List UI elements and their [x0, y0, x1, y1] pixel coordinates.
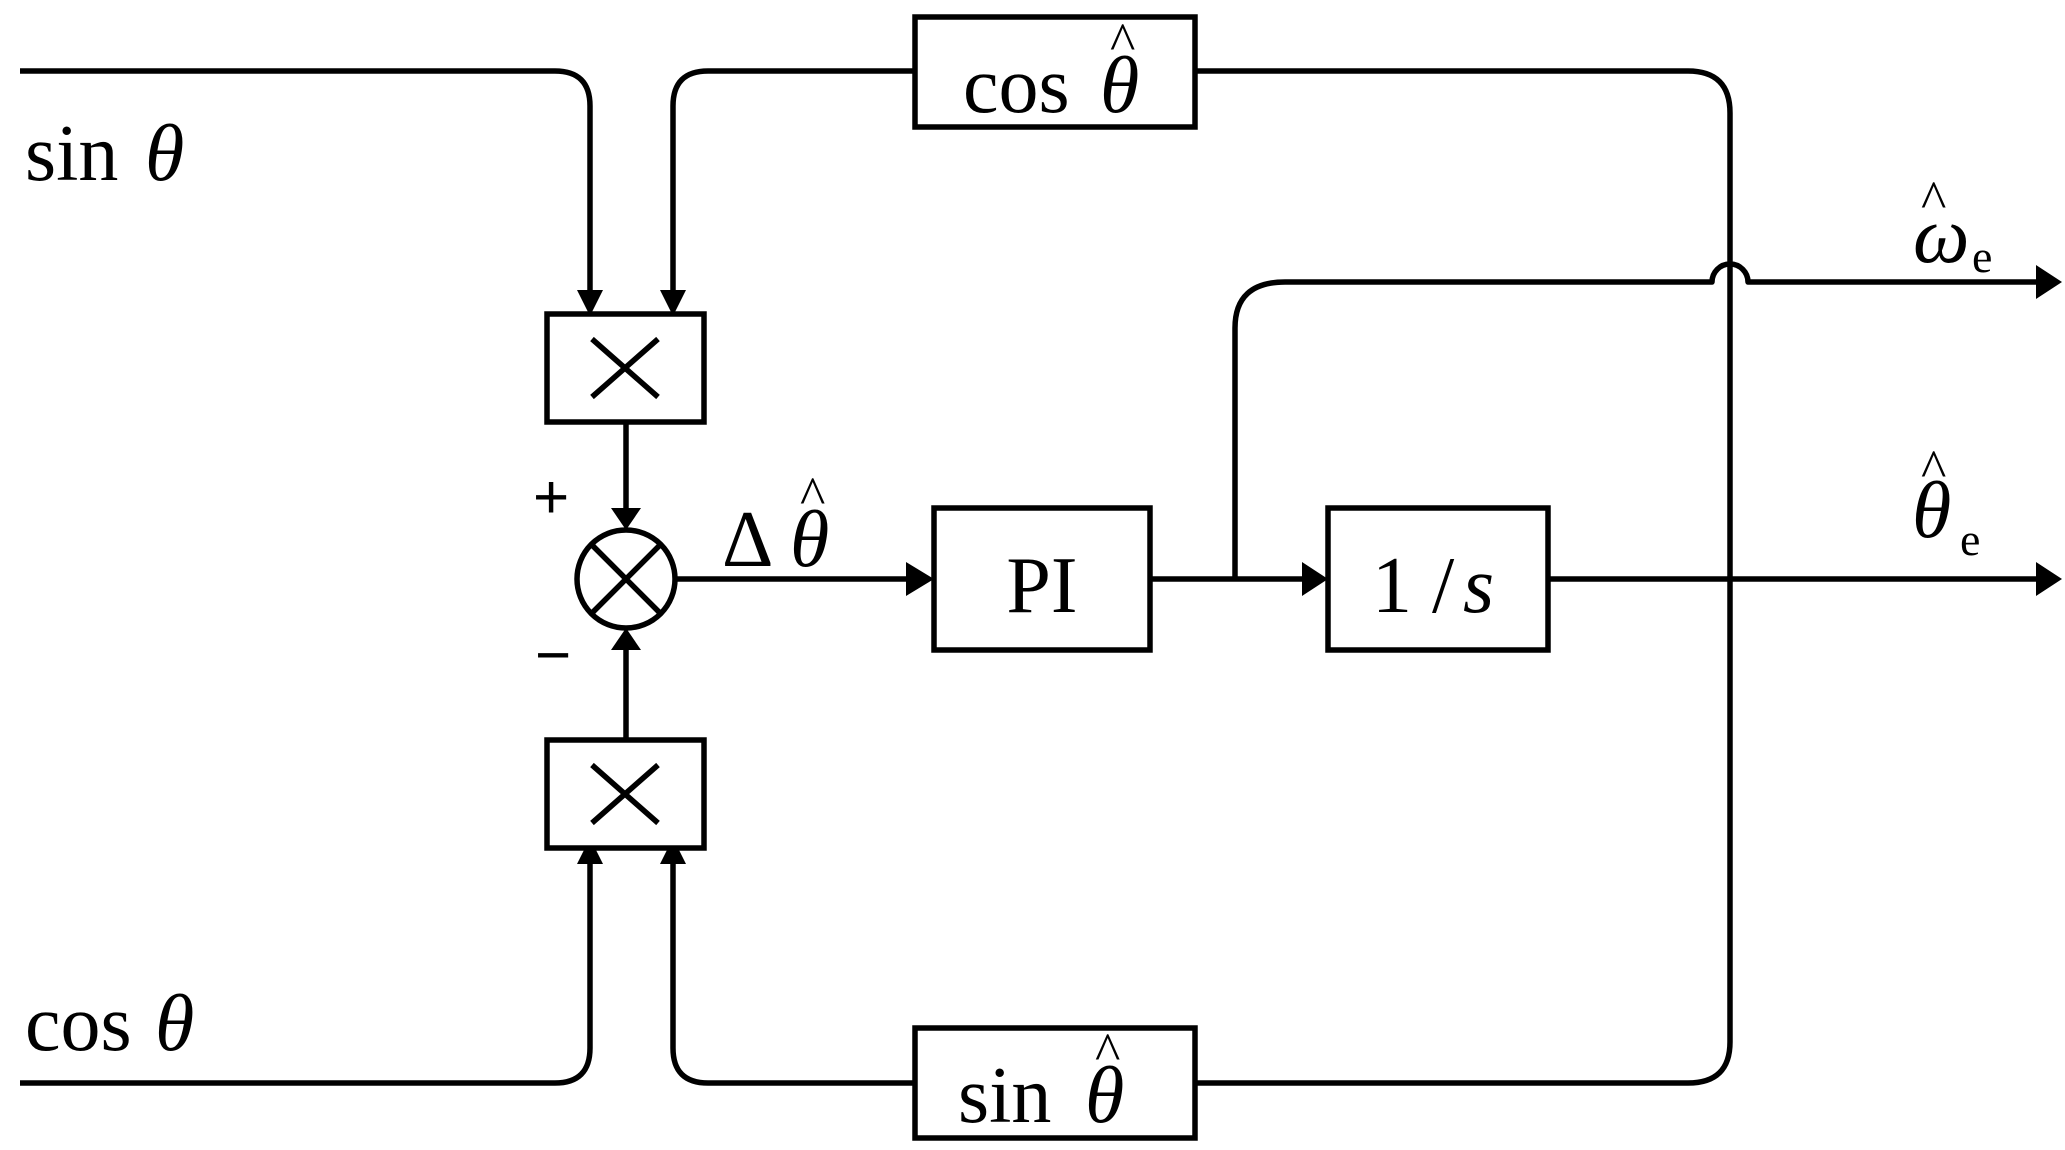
arrowhead-sin-into-mult1	[577, 290, 603, 316]
error-delta: Δ	[722, 496, 773, 584]
arrowhead-into-sum-top	[611, 508, 641, 530]
cos-theta-hat-var: θ	[1100, 42, 1139, 130]
sin-theta-input-func: sin	[25, 110, 118, 198]
sin-theta-hat-hat: ^	[1095, 1022, 1120, 1082]
error-hat: ^	[800, 466, 825, 526]
plus-sign: +	[533, 463, 569, 532]
integrator-block	[1325, 505, 1551, 653]
wire-cos-input	[20, 852, 593, 1086]
omega-e-output-var: ω	[1913, 192, 1969, 280]
omega-e-output-hat: ^	[1921, 170, 1946, 230]
cos-theta-input-func: cos	[25, 980, 132, 1068]
theta-e-output-hat: ^	[1921, 439, 1946, 499]
wire-omega-output	[1232, 261, 2040, 579]
integrator-numerator: 1 /	[1372, 542, 1455, 630]
sin-theta-hat-func: sin	[958, 1052, 1051, 1140]
arrowhead-theta-out	[2036, 562, 2062, 596]
summing-junction-x-icon	[589, 542, 663, 616]
arrowhead-sin-fb-into-mult2	[660, 838, 686, 864]
sin-theta-hat-block	[912, 1025, 1198, 1141]
sin-theta-hat-var: θ	[1085, 1052, 1124, 1140]
arrowhead-cos-into-mult2	[577, 838, 603, 864]
wire-sin-input	[20, 68, 593, 300]
minus-sign: −	[535, 621, 571, 690]
cos-theta-hat-hat: ^	[1110, 12, 1135, 72]
error-theta: θ	[790, 496, 829, 584]
cos-theta-hat-block	[912, 14, 1198, 130]
pi-controller-label: PI	[1006, 542, 1077, 630]
cos-theta-input-var: θ	[155, 980, 194, 1068]
arrowhead-into-sum-bottom	[611, 628, 641, 650]
arrowhead-omega-out	[2036, 265, 2062, 299]
arrowhead-cos-fb-into-mult1	[660, 290, 686, 316]
multiplier-bottom-x-icon	[590, 762, 660, 826]
arrowhead-into-integrator	[1302, 562, 1328, 596]
pi-controller-block	[931, 505, 1153, 653]
sin-theta-input-var: θ	[145, 110, 184, 198]
theta-e-output-var: θ	[1912, 467, 1951, 555]
omega-e-output-sub: e	[1972, 231, 1992, 282]
cos-theta-hat-func: cos	[963, 42, 1070, 130]
integrator-variable: s	[1463, 542, 1494, 630]
multiplier-top-x-icon	[590, 336, 660, 400]
theta-e-output-sub: e	[1960, 514, 1980, 565]
arrowhead-into-pi	[906, 562, 934, 596]
